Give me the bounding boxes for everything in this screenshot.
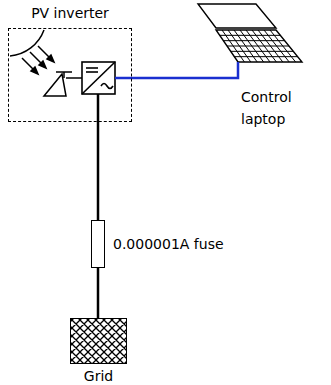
- key-line: [222, 30, 244, 62]
- connector: [97, 268, 100, 318]
- key-line: [240, 30, 264, 62]
- key-line: [258, 30, 283, 62]
- converter-symbol: [82, 62, 115, 94]
- grid-hatch: [70, 318, 127, 364]
- node-label: Control laptop: [241, 86, 305, 130]
- data-wire: [115, 77, 132, 80]
- node-label: 0.000001A fuse: [113, 233, 224, 255]
- laptop-icon: [198, 4, 302, 62]
- inverter-housing: PV inverter: [8, 28, 132, 122]
- pv-cell-symbol: [44, 72, 82, 96]
- grid-box: Grid: [70, 318, 127, 364]
- connector: [132, 62, 238, 78]
- key-line: [252, 30, 276, 62]
- fuse: 0.000001A fuse: [91, 220, 105, 268]
- key-line: [234, 30, 257, 62]
- node-label: Grid: [84, 365, 113, 385]
- connector: [97, 122, 100, 220]
- key-line: [246, 30, 270, 62]
- sun-arc: [10, 30, 44, 56]
- key-line: [264, 30, 289, 62]
- key-line: [228, 30, 251, 62]
- laptop-keys: [220, 30, 298, 62]
- light-arrows: [22, 46, 54, 74]
- power-wire: [97, 94, 100, 122]
- node-label: PV inverter: [31, 2, 109, 24]
- laptop: Control laptop: [196, 2, 304, 62]
- key-line: [270, 30, 296, 62]
